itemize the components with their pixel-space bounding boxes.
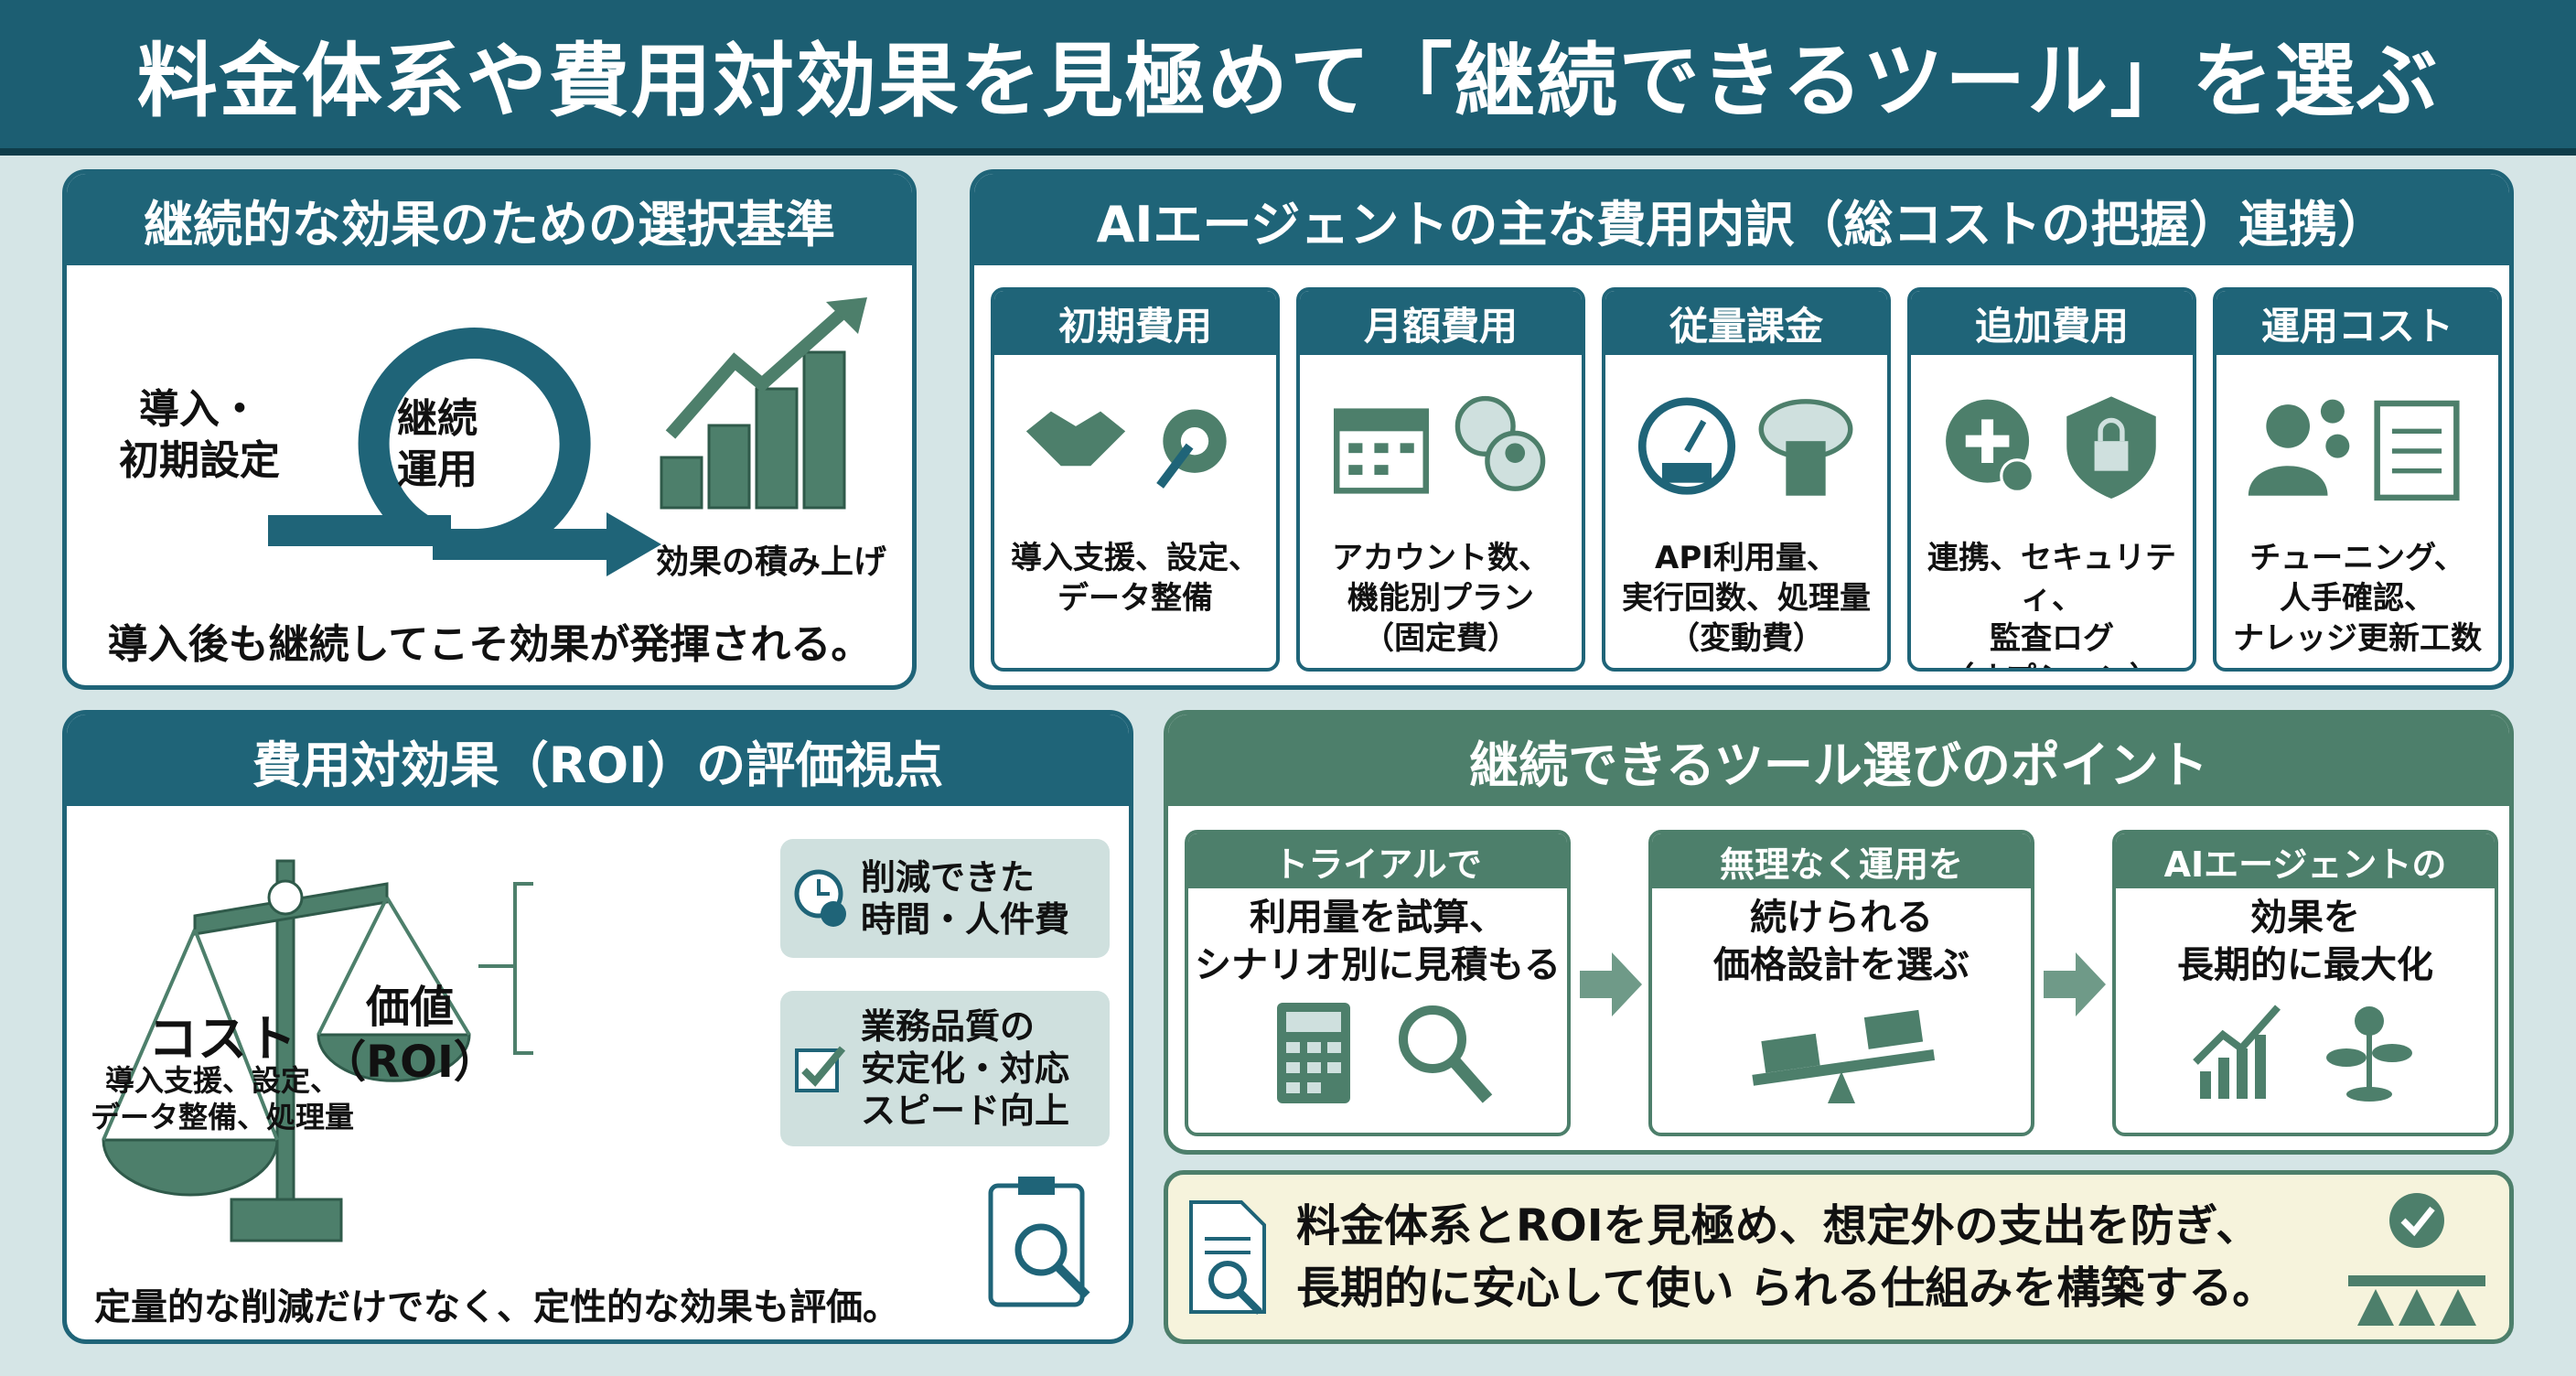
- growth-stacks-icon: [660, 297, 867, 510]
- handshake-icon: [1025, 411, 1126, 467]
- card-description: アカウント数、 機能別プラン （固定費）: [1332, 540, 1550, 657]
- plus-check-icon: [1946, 399, 2035, 494]
- panel-header: AIエージェントの主な費用内訳（総コストの把握）連携）: [974, 174, 2509, 265]
- checkbox-icon: [795, 1046, 846, 1092]
- cycle-label: 継続 運用: [397, 395, 478, 493]
- card-description: 導入支援、設定、 データ整備: [1011, 540, 1260, 617]
- bullet-text: 業務品質の 安定化・対応 スピード向上: [861, 1006, 1070, 1131]
- document-magnifier-icon: [1189, 1200, 1266, 1315]
- card-description: チューニング、 人手確認、 ナレッジ更新工数: [2233, 540, 2482, 657]
- step-text: 利用量を試算、 シナリオ別に見積もる: [1195, 897, 1561, 986]
- clipboard-magnifier-icon: [988, 1177, 1090, 1307]
- panel-header: 継続的な効果のための選択基準: [67, 174, 912, 265]
- panel-header: 費用対効果（ROI）の評価視点: [67, 715, 1129, 806]
- arrow-right-icon: [2044, 952, 2106, 1016]
- users-icon: [1454, 395, 1546, 491]
- page-title: 料金体系や費用対効果を見極めて「継続できるツール」を選ぶ: [136, 33, 2440, 128]
- api-gauge-icon: [1637, 397, 1736, 495]
- person-gear-icon: [2248, 399, 2350, 496]
- checklist-icon: [2374, 400, 2460, 501]
- shield-lock-icon: [2066, 396, 2156, 499]
- cost-card: 従量課金 API利用量、 実行回数、処理量 （変動費）: [1602, 287, 1891, 672]
- step-title: トライアルで: [1188, 833, 1567, 888]
- cost-label: コスト: [148, 1010, 296, 1068]
- point-step: トライアルで利用量を試算、 シナリオ別に見積もる: [1185, 830, 1571, 1136]
- gear-wrench-icon: [1156, 409, 1227, 489]
- card-title: 初期費用: [994, 291, 1276, 355]
- step-title: 無理なく運用を: [1652, 833, 2031, 888]
- growth-chart-icon: [2193, 1005, 2281, 1099]
- summary-text: 料金体系とROIを見極め、想定外の支出を防ぎ、 長期的に安心して使い られる仕組…: [1296, 1200, 2277, 1314]
- value-label: 価値 （ROI）: [322, 982, 498, 1088]
- cost-card: 初期費用導入支援、設定、 データ整備: [991, 287, 1280, 672]
- card-title: 追加費用: [1911, 291, 2193, 355]
- cost-card: 月額費用アカウント数、 機能別プラン （固定費）: [1296, 287, 1585, 672]
- magnifier-icon: [1399, 1005, 1493, 1103]
- point-step: AIエージェントの効果を 長期的に最大化: [2112, 830, 2498, 1136]
- card-description: API利用量、 実行回数、処理量 （変動費）: [1622, 540, 1871, 657]
- panel-footer: 定量的な削減だけでなく、定性的な効果も評価。: [94, 1286, 899, 1328]
- point-step: 無理なく運用を続けられる 価格設計を選ぶ: [1648, 830, 2034, 1136]
- panel-footer: 導入後も継続してこそ効果が発揮される。: [107, 621, 872, 668]
- balanced-money-icon: [1752, 1009, 1936, 1103]
- arrow-right-icon: [1580, 952, 1642, 1016]
- sprout-icon: [2326, 1006, 2412, 1102]
- roi-panel: 費用対効果（ROI）の評価視点 コスト 導入支援、設定、 データ整備、処理量 価…: [62, 710, 1133, 1344]
- cloud-database-icon: [1758, 399, 1853, 496]
- panel-header: 継続できるツール選びのポイント: [1168, 715, 2509, 806]
- title-bar: 料金体系や費用対効果を見極めて「継続できるツール」を選ぶ: [0, 0, 2576, 156]
- step-title: AIエージェントの: [2116, 833, 2495, 888]
- cost-description: 導入支援、設定、 データ整備、処理量: [90, 1063, 354, 1134]
- intro-label: 導入・ 初期設定: [119, 386, 280, 484]
- card-description: 連携、セキュリティ、 監査ログ （オプション）: [1927, 540, 2176, 668]
- bullet-quality: 業務品質の 安定化・対応 スピード向上: [780, 991, 1110, 1146]
- selection-points-panel: 継続できるツール選びのポイント トライアルで利用量を試算、 シナリオ別に見積もる…: [1164, 710, 2514, 1155]
- card-title: 従量課金: [1605, 291, 1887, 355]
- card-title: 運用コスト: [2216, 291, 2498, 355]
- summary-box: 料金体系とROIを見極め、想定外の支出を防ぎ、 長期的に安心して使い られる仕組…: [1164, 1170, 2514, 1344]
- selection-criteria-panel: 継続的な効果のための選択基準 導入・ 初期設定 継続 運用 効果の積み上げ 導入…: [62, 169, 917, 690]
- cost-breakdown-panel: AIエージェントの主な費用内訳（総コストの把握）連携） 初期費用導入支援、設定、…: [970, 169, 2514, 690]
- calculator-icon: [1277, 1003, 1350, 1103]
- step-text: 続けられる 価格設計を選ぶ: [1713, 897, 1970, 986]
- card-title: 月額費用: [1300, 291, 1582, 355]
- cost-card: 運用コストチューニング、 人手確認、 ナレッジ更新工数: [2213, 287, 2502, 672]
- calendar-icon: [1334, 408, 1429, 494]
- balance-scale-icon: [102, 859, 533, 1242]
- clock-money-icon: [794, 869, 846, 927]
- bullet-text: 削減できた 時間・人件費: [861, 857, 1070, 940]
- growth-label: 効果の積み上げ: [655, 543, 886, 581]
- step-text: 効果を 長期的に最大化: [2177, 897, 2433, 986]
- balanced-check-icon: [2348, 1193, 2485, 1326]
- cycle-arrow-icon: [268, 328, 661, 576]
- bullet-time-cost: 削減できた 時間・人件費: [780, 839, 1110, 958]
